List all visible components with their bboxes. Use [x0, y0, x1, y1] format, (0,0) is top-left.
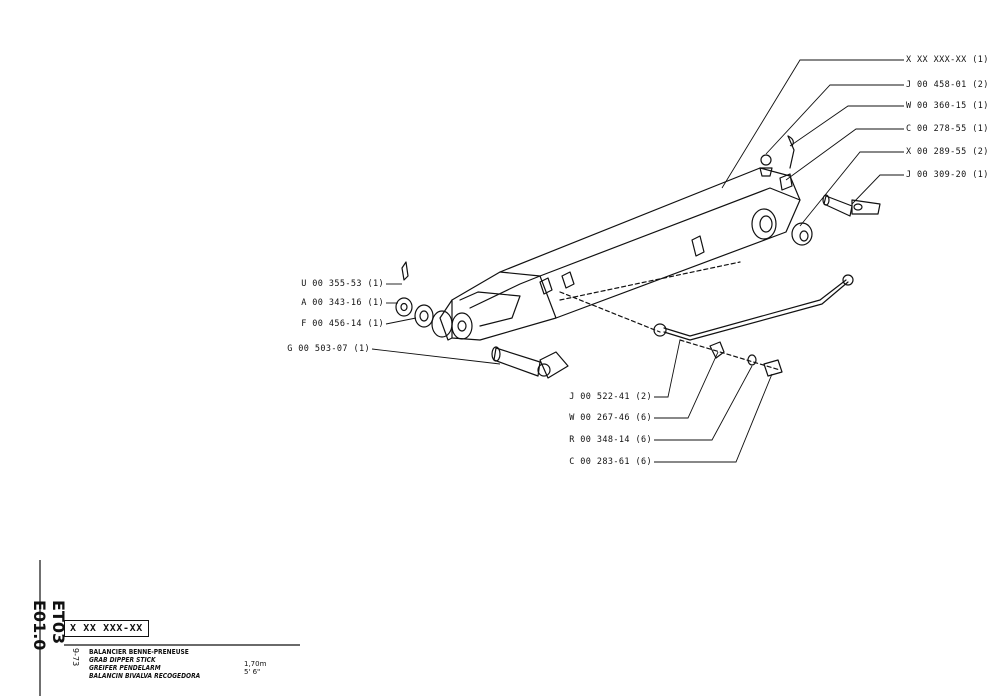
- callout-x-xx-xxx-xx: X XX XXX-XX (1): [906, 55, 989, 65]
- title-en: GRAB DIPPER STICK: [89, 656, 156, 664]
- title-es: BALANCIN BIVALVA RECOGEDORA: [89, 672, 201, 680]
- callout-c-00-283-61: C 00 283-61 (6): [569, 457, 652, 467]
- title-de: GREIFER PENDELARM: [89, 664, 161, 672]
- callout-j-00-458-01: J 00 458-01 (2): [906, 80, 989, 90]
- dim-metric: 1,70m: [244, 660, 267, 668]
- callout-c-00-278-55: C 00 278-55 (1): [906, 124, 989, 134]
- callout-w-00-267-46: W 00 267-46 (6): [569, 413, 652, 423]
- dim-imperial: 5' 6": [244, 668, 261, 676]
- dipper-stick-body: [451, 167, 801, 341]
- title-fr: BALANCIER BENNE-PRENEUSE: [89, 648, 189, 656]
- callout-j-00-522-41: J 00 522-41 (2): [569, 392, 652, 402]
- part-number-box: X XX XXX-XX: [64, 620, 149, 637]
- callout-j-00-309-20: J 00 309-20 (1): [906, 170, 989, 180]
- dimensions: 1,70m 5' 6": [244, 660, 266, 676]
- callout-r-00-348-14: R 00 348-14 (6): [569, 435, 652, 445]
- callout-w-00-360-15: W 00 360-15 (1): [906, 101, 989, 111]
- title-block: X XX XXX-XX BALANCIER BENNE-PRENEUSE GRA…: [64, 620, 364, 700]
- callout-u-00-355-53: U 00 355-53 (1): [301, 279, 384, 289]
- callout-g-00-503-07: G 00 503-07 (1): [287, 344, 370, 354]
- callout-f-00-456-14: F 00 456-14 (1): [301, 319, 384, 329]
- callout-a-00-343-16: A 00 343-16 (1): [301, 298, 384, 308]
- callout-x-00-289-55: X 00 289-55 (2): [906, 147, 989, 157]
- title-lines: BALANCIER BENNE-PRENEUSE GRAB DIPPER STI…: [89, 648, 200, 680]
